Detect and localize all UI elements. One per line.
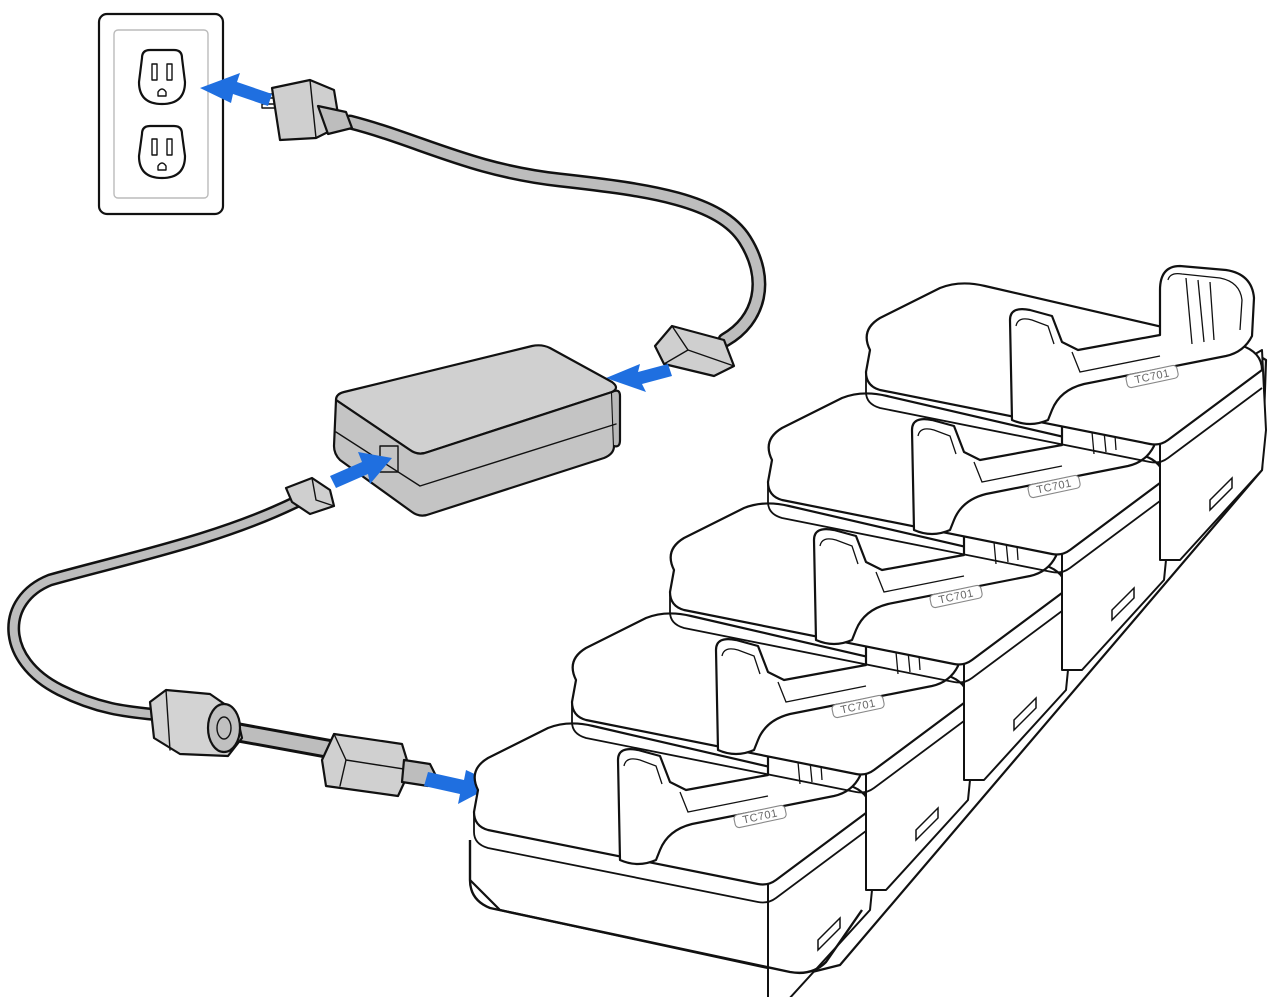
arrow-icon xyxy=(200,73,272,106)
receptacle-top xyxy=(137,48,187,106)
arrow-to-outlet xyxy=(200,73,272,106)
dc-plug-icon xyxy=(653,324,736,378)
ac-plug-icon xyxy=(261,78,354,142)
cradle-front-edge xyxy=(468,840,863,975)
arrow-icon xyxy=(330,452,392,488)
arrow-icon xyxy=(606,364,672,392)
usb-connector-icon xyxy=(320,732,438,798)
wall-outlet-icon xyxy=(97,12,225,216)
ac-power-cord xyxy=(342,114,767,348)
ferrite-core-icon xyxy=(148,688,244,758)
dc-power-cord xyxy=(7,493,345,760)
dc-plug-icon xyxy=(284,476,336,516)
receptacle-bottom xyxy=(137,124,187,180)
cradle-slot: TC701 xyxy=(864,264,1267,561)
power-adapter-icon xyxy=(332,344,622,517)
